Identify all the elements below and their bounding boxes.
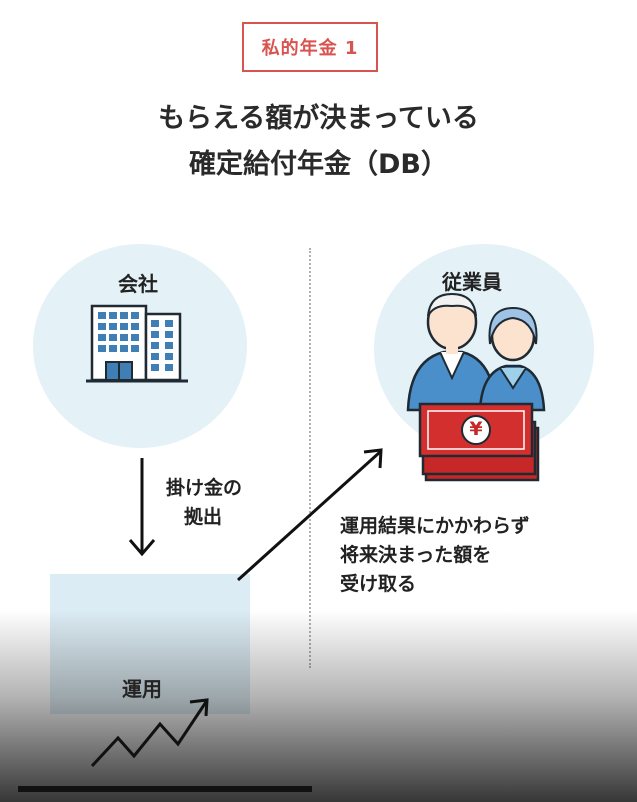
contribution-label: 掛け金の 拠出 bbox=[166, 474, 242, 532]
title-line-2: 確定給付年金（DB） bbox=[189, 149, 448, 180]
section-divider bbox=[309, 248, 311, 668]
title-line-1: もらえる額が決まっている bbox=[158, 103, 479, 134]
contribution-line-1: 掛け金の bbox=[166, 477, 243, 499]
company-label: 会社 bbox=[118, 272, 158, 296]
page-title: もらえる額が決まっている 確定給付年金（DB） bbox=[0, 96, 637, 188]
result-line-3: 受け取る bbox=[340, 573, 417, 595]
employee-label: 従業員 bbox=[442, 270, 502, 294]
contribution-line-2: 拠出 bbox=[184, 506, 223, 528]
baseline-bar bbox=[18, 786, 312, 792]
result-label: 運用結果にかかわらず 将来決まった額を 受け取る bbox=[340, 512, 530, 599]
category-badge: 私的年金 1 bbox=[242, 22, 378, 72]
result-line-1: 運用結果にかかわらず bbox=[340, 515, 530, 537]
operation-label: 運用 bbox=[122, 677, 162, 701]
yen-symbol: ¥ bbox=[469, 418, 483, 440]
result-line-2: 将来決まった額を bbox=[340, 544, 492, 566]
